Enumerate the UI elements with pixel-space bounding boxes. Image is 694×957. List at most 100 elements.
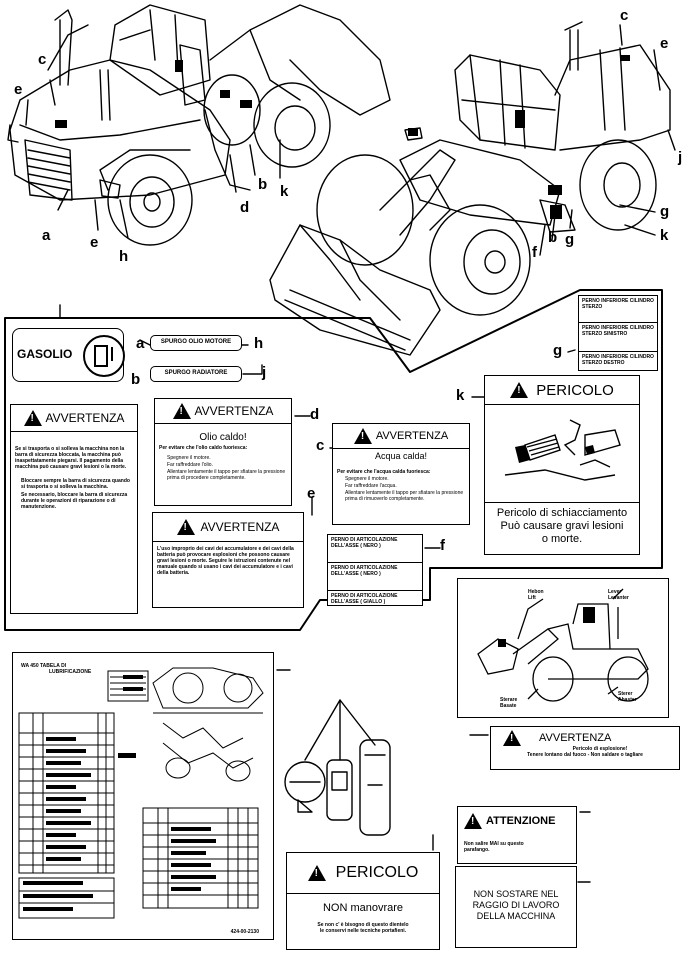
lift-label-a: Hebon [528, 589, 544, 595]
fuel-pump-icon [83, 335, 125, 377]
callout-j-right: j [678, 149, 683, 166]
olio-caldo-intro: Per evitare che l'olio caldo fuoriesca: [159, 445, 248, 451]
pericolo-line3: o morte. [541, 533, 583, 545]
lub-code: 424-00-2130 [230, 929, 259, 935]
callout-e-right: e [660, 35, 669, 52]
acqua-calda-intro: Per evitare che l'acqua calda fuoriesca: [337, 469, 431, 475]
callout-b-right: b [548, 229, 558, 246]
olio-caldo-bullet: Spegnere il motore. [167, 455, 211, 461]
lever-label-a: Lever [608, 589, 622, 595]
esplosione-line1: Pericolo di esplosione! [572, 746, 628, 752]
attenzione-title: ATTENZIONE [486, 815, 556, 827]
warning-triangle-icon [307, 865, 326, 881]
perno-sterzo-row: PERNO INFERIORE CILINDRO STERZO SINISTRO [579, 323, 657, 352]
perno-sterzo-row: PERNO INFERIORE CILINDRO STERZO [579, 296, 657, 323]
callout-h-left: h [119, 248, 129, 265]
lift-label-b: Lift [528, 595, 536, 601]
decal-perno-cilindro-sterzo: PERNO INFERIORE CILINDRO STERZO PERNO IN… [578, 295, 658, 371]
pericolo-manovra-line1: NON manovrare [322, 902, 404, 914]
decal-gasolio: GASOLIO [12, 328, 125, 382]
callout-e-left: e [14, 81, 23, 98]
callout-c-left: c [38, 51, 47, 68]
non-sostare-line2: RAGGIO DI LAVORO [472, 900, 560, 910]
decal-spurgo-olio-motore: SPURGO OLIO MOTORE [150, 335, 242, 351]
callout-f: f [440, 537, 445, 554]
callout-b: b [131, 371, 141, 388]
avvertenza-body: Se si trasporta o si solleva la macchina… [15, 446, 127, 470]
lower-label-a: Sterare [500, 697, 518, 703]
lower2-label-b: Abaster [618, 697, 637, 703]
warning-triangle-icon [510, 382, 529, 398]
decal-tabella-lubrificazione: WA 450 TABELA DI LUBRIFICAZIONE [12, 652, 274, 940]
pericolo-manovra-line2: Se non c' è bisogno di questo dientelo [317, 922, 409, 928]
callout-k: k [456, 387, 465, 404]
warning-triangle-icon [23, 410, 42, 426]
decal-avvertenza-olio-caldo: AVVERTENZA Olio caldo! Per evitare che l… [154, 398, 292, 506]
callout-h: h [254, 335, 264, 352]
decal-pericolo-non-manovrare: PERICOLO NON manovrare Se non c' è bisog… [286, 852, 440, 950]
crushing-hazard-icon [504, 419, 621, 481]
pericolo-manovra-title: PERICOLO [335, 864, 419, 881]
acqua-calda-bullet: Allentare lentamente il tappo per sfiata… [345, 490, 464, 502]
warning-triangle-icon [172, 403, 191, 419]
decal-avvertenza-esplosione: AVVERTENZA Pericolo di esplosione! Tener… [490, 726, 680, 770]
callout-e: e [307, 485, 316, 502]
olio-caldo-subtitle: Olio caldo! [199, 432, 247, 443]
callout-g-right-2: g [565, 231, 575, 248]
wheel-loader-front-view [269, 21, 671, 356]
acqua-calda-subtitle: Acqua calda! [374, 451, 428, 461]
decal-pericolo-schiacciamento: PERICOLO Pericolo di schiacciamento Può … [484, 375, 640, 555]
decal-non-sostare: NON SOSTARE NEL RAGGIO DI LAVORO DELLA M… [455, 866, 577, 948]
lub-title-line2: LUBRIFICAZIONE [49, 669, 92, 675]
callout-d-left: d [240, 199, 250, 216]
lubrication-chart-drawing [18, 667, 264, 919]
acqua-calda-bullet: Far raffreddare l'acqua. [345, 483, 397, 489]
perno-sterzo-row: PERNO INFERIORE CILINDRO STERZO DESTRO [582, 354, 654, 366]
callout-f-right: f [532, 244, 537, 261]
batteria-body: L'uso improprio dei cavi dei accumulator… [157, 546, 294, 576]
avvertenza-title: AVVERTENZA [45, 411, 125, 425]
olio-caldo-bullet: Far raffreddare l'olio. [167, 462, 213, 468]
decal-avvertenza-batteria: AVVERTENZA L'uso improprio dei cavi dei … [152, 512, 304, 608]
non-sostare-line1: NON SOSTARE NEL [473, 889, 559, 899]
lower-label-b: Basate [500, 703, 517, 709]
callout-j: j [262, 364, 267, 381]
decal-group-outline [4, 289, 663, 631]
decal-avvertenza-barra: AVVERTENZA Se si trasporta o si solleva … [10, 404, 138, 614]
lever-label-b: Levanter [608, 595, 629, 601]
avvertenza-title: AVVERTENZA [194, 404, 274, 418]
esplosione-line2: Tenere lontano dal fuoco - Non saldare o… [527, 752, 643, 758]
attenzione-line2: parafango. [464, 847, 490, 853]
pericolo-title: PERICOLO [536, 381, 614, 399]
avvertenza-title: AVVERTENZA [375, 430, 449, 442]
non-sostare-line3: DELLA MACCHINA [476, 911, 556, 921]
decal-operating-levers: Hebon Lift Lever Levanter Sterare Basate… [457, 578, 669, 718]
callout-k-left: k [280, 183, 289, 200]
warning-triangle-icon [176, 519, 195, 535]
callout-a-left: a [42, 227, 51, 244]
attenzione-line1: Non salire MAI su questo [464, 841, 524, 847]
lub-title-line1: WA 450 TABELA DI [21, 663, 67, 669]
decal-perno-articolazione: PERNO DI ARTICOLAZIONE DELL'ASSE ( NERO … [327, 534, 423, 606]
callout-b-left: b [258, 176, 268, 193]
decal-spurgo-radiatore: SPURGO RADIATORE [150, 366, 242, 382]
olio-caldo-bullet: Allentare lentamente il tappo per sfiata… [167, 469, 286, 481]
decal-attenzione-parafango: ATTENZIONE Non salire MAI su questo para… [457, 806, 577, 864]
filter-components-drawing [284, 699, 391, 836]
callout-g: g [553, 342, 563, 359]
gasolio-label: GASOLIO [17, 347, 73, 361]
callout-k-right: k [660, 227, 669, 244]
perno-row: PERNO DI ARTICOLAZIONE DELL'ASSE ( NERO … [328, 535, 422, 563]
avvertenza-title: AVVERTENZA [200, 520, 280, 534]
perno-row: PERNO DI ARTICOLAZIONE DELL'ASSE ( NERO … [328, 563, 422, 591]
loader-side-view-icon [477, 588, 649, 702]
callout-d: d [310, 406, 320, 423]
avvertenza-bullet: Se necessario, bloccare la barra di sicu… [21, 492, 128, 510]
avvertenza-bullet: Bloccare sempre la barra di sicurezza qu… [21, 478, 130, 490]
lub-title: WA 450 TABELA DI LUBRIFICAZIONE [21, 663, 91, 675]
pericolo-manovra-line3: le conservi nelle tecniche portafieni. [319, 928, 407, 934]
warning-triangle-icon [464, 813, 482, 829]
callout-g-right: g [660, 203, 670, 220]
perno-row: PERNO DI ARTICOLAZIONE DELL'ASSE ( GIALL… [331, 593, 398, 605]
